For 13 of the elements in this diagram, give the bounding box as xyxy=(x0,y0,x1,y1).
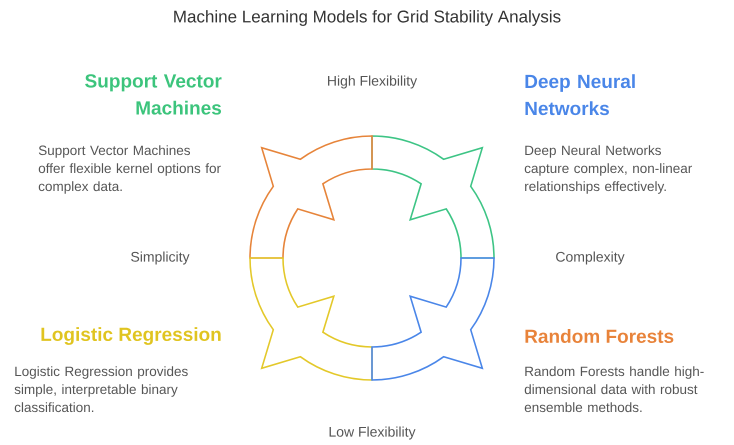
model-heading: Logistic Regression xyxy=(41,327,221,345)
title: Machine Learning Models for Grid Stability Analysis xyxy=(174,10,560,26)
axis-label: Low Flexibility xyxy=(330,426,416,440)
axis-label: Complexity xyxy=(556,251,625,265)
model-description: Support Vector Machines offer flexible kernel options for complex data. xyxy=(38,145,221,194)
model-description: Random Forests handle high-dimensional data with robust ensemble methods. xyxy=(524,366,704,412)
model-heading: Random Forests xyxy=(525,329,674,343)
axis-label: High Flexibility xyxy=(328,75,418,89)
axis-label: Simplicity xyxy=(131,251,190,265)
model-heading: Deep Neural Networks xyxy=(525,74,635,116)
model-description: Deep Neural Networks capture complex, non-linear relationships effectively. xyxy=(524,145,692,194)
model-description: Logistic Regression provides simple, interpretable binary classification. xyxy=(14,366,188,412)
model-heading: Support Vector Machines xyxy=(85,74,222,115)
